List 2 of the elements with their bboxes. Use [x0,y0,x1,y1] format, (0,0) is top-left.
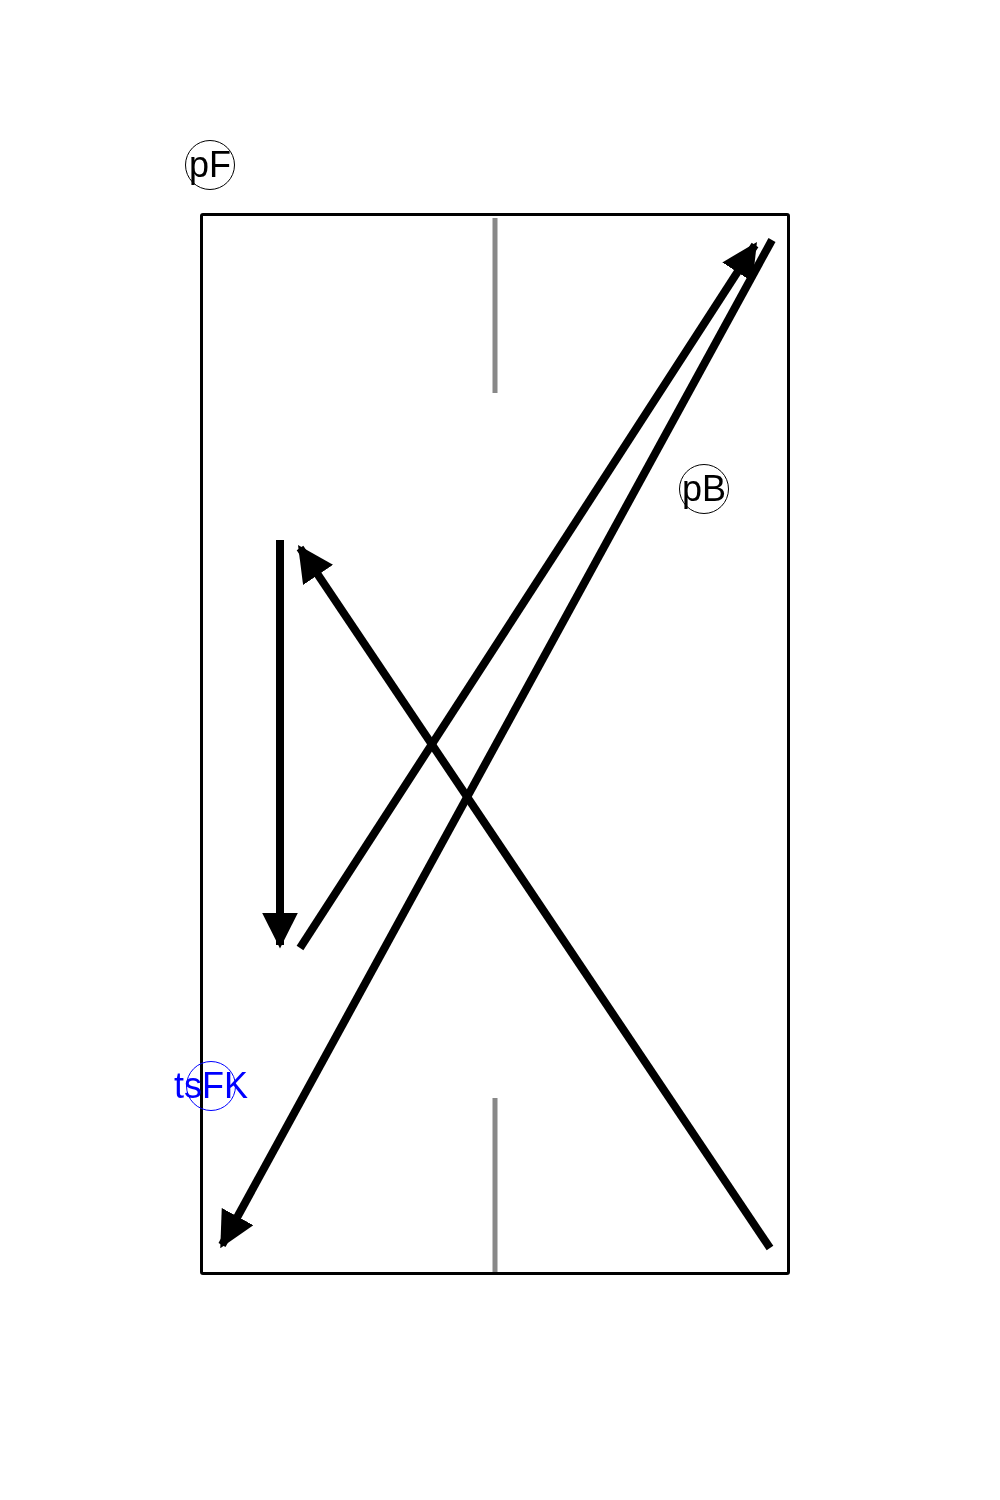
player-label: pF [189,144,231,186]
player-label: pB [681,468,726,510]
